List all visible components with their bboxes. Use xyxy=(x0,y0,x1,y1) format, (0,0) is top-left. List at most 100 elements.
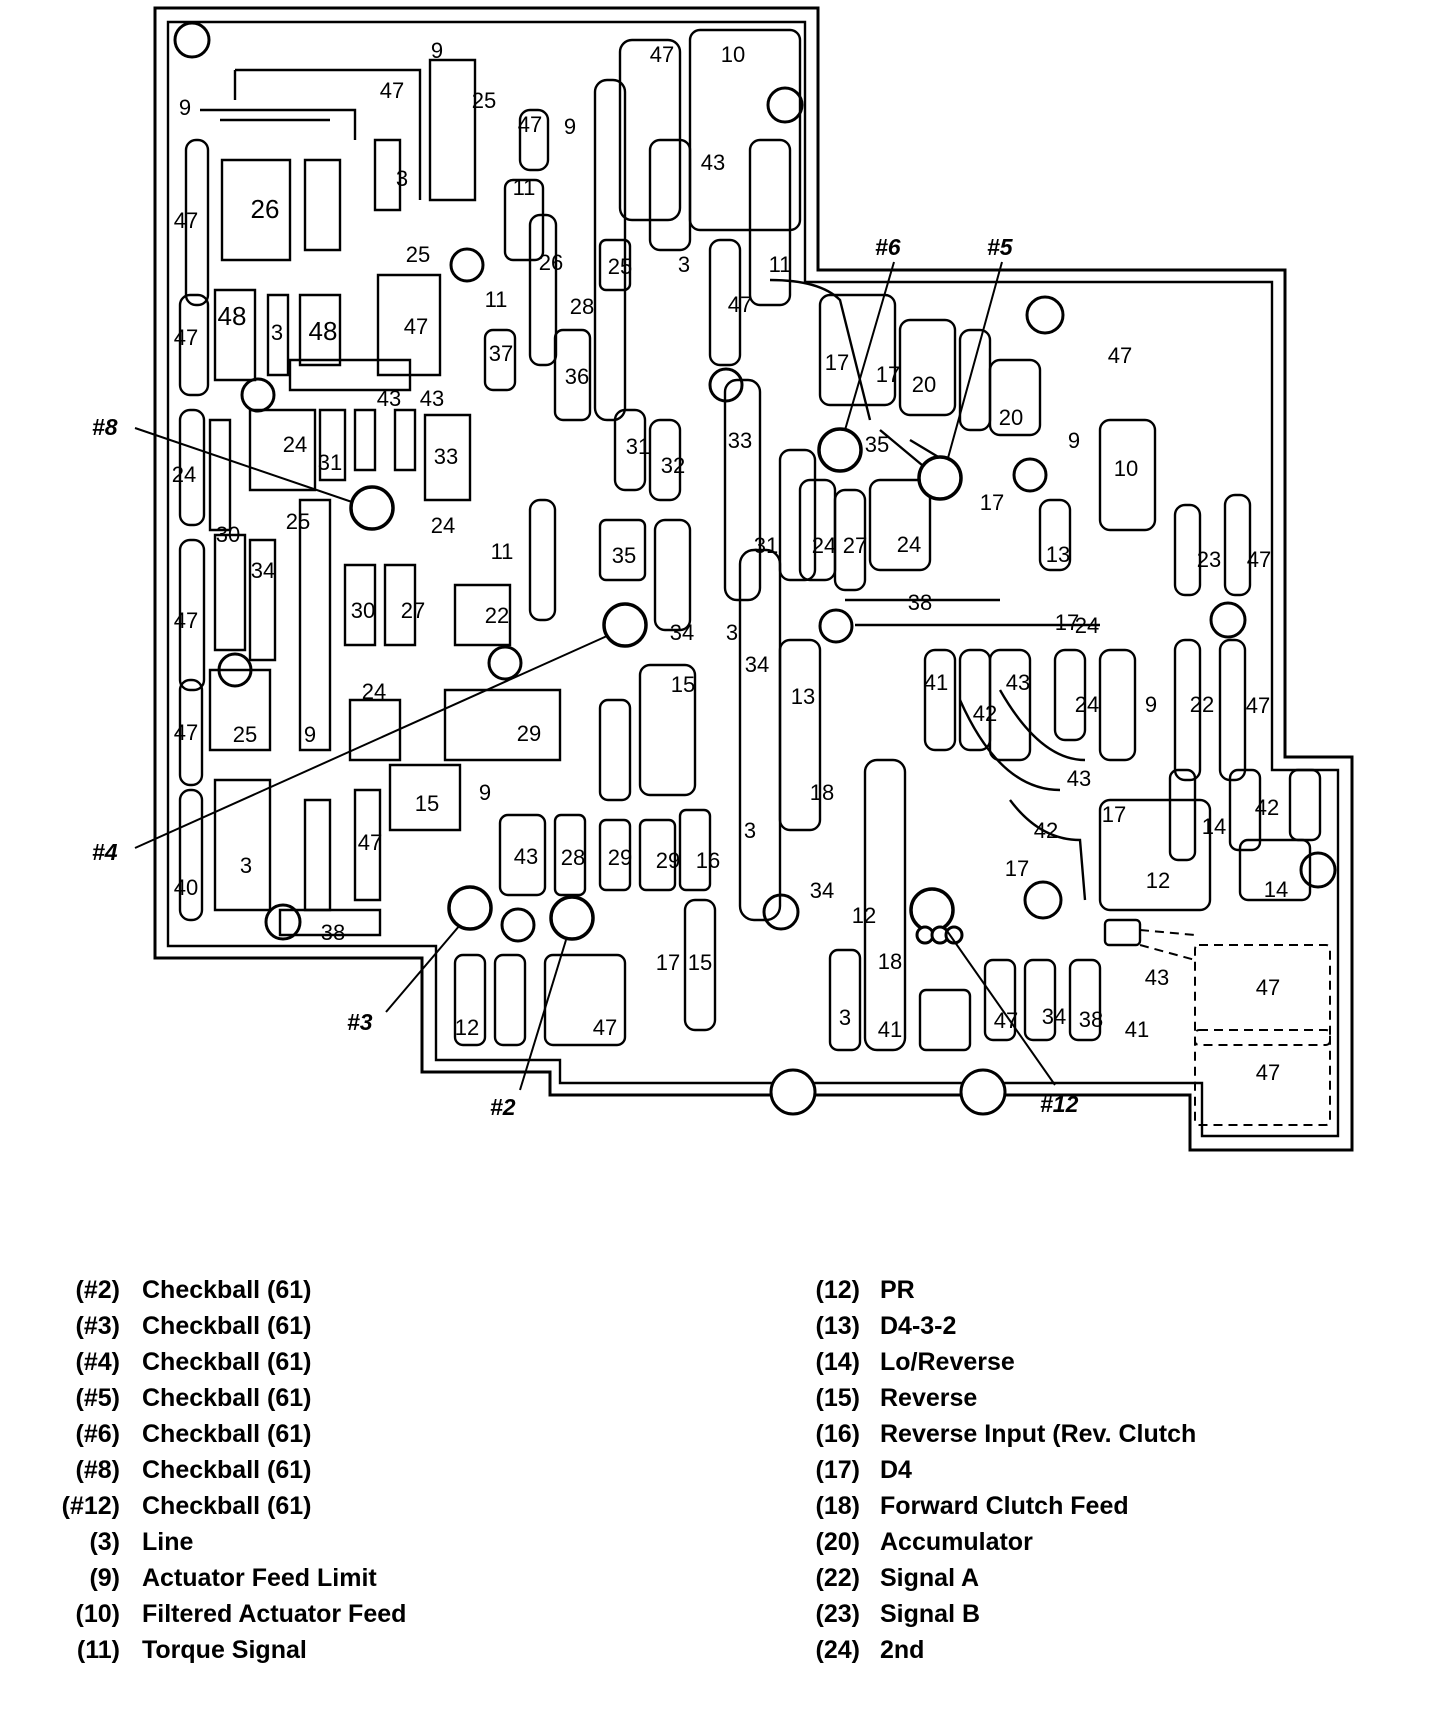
passage-label: 42 xyxy=(1255,795,1279,820)
passage-label: 27 xyxy=(843,533,867,558)
legend-code: (11) xyxy=(76,1636,120,1664)
valve-body-outline xyxy=(153,6,1354,1152)
legend: (#2)Checkball (61)(#3) Checkball (61) (#4)… xyxy=(0,1276,1456,1676)
passage-label: 14 xyxy=(1264,877,1288,902)
passage-label: 13 xyxy=(791,684,815,709)
passage-label: 38 xyxy=(908,590,932,615)
legend-code: (15) xyxy=(815,1384,860,1412)
passage-label: 48 xyxy=(218,301,247,331)
legend-code: (#4) xyxy=(75,1348,120,1376)
passage-label: 47 xyxy=(518,112,542,137)
bolt-hole xyxy=(500,907,536,943)
legend-label: PR xyxy=(880,1276,915,1304)
legend-code: (9) xyxy=(89,1564,120,1592)
passage-label: 11 xyxy=(491,539,514,564)
passage-label: 38 xyxy=(321,920,345,945)
legend-code: (#5) xyxy=(75,1384,120,1412)
legend-item: (#6)Checkball (61) xyxy=(0,1420,780,1456)
bolt-holes xyxy=(173,21,1337,1116)
passage-label: 17 xyxy=(1102,802,1126,827)
legend-item: (#5)Checkball (61) xyxy=(0,1384,780,1420)
passage-label: 11 xyxy=(769,252,792,277)
passage-label: 3 xyxy=(726,620,738,645)
passage-label: 15 xyxy=(671,672,695,697)
legend-item: (10)Filtered Actuator Feed xyxy=(0,1600,780,1636)
bolt-hole xyxy=(173,21,211,59)
passage-label: 33 xyxy=(728,428,752,453)
passage-label: 41 xyxy=(878,1017,902,1042)
checkball-5 xyxy=(917,455,963,501)
passage-label: 43 xyxy=(377,386,401,411)
checkball-3 xyxy=(447,885,493,931)
callout-2: #2 xyxy=(490,1094,516,1120)
legend-label: Torque Signal xyxy=(142,1636,307,1664)
passage-label: 3 xyxy=(744,818,756,843)
bolt-hole xyxy=(959,1068,1007,1116)
legend-item: (18)Forward Clutch Feed xyxy=(780,1492,1456,1528)
passage-label: 34 xyxy=(670,620,694,645)
passage-label: 17 xyxy=(980,490,1004,515)
passage-label: 24 xyxy=(1075,692,1099,717)
passage-label: 24 xyxy=(283,432,307,457)
passage-label: 15 xyxy=(688,950,712,975)
legend-code: (#2) xyxy=(75,1276,120,1304)
passage-label: 24 xyxy=(172,462,196,487)
legend-code: (20) xyxy=(815,1528,860,1556)
passage-label: 34 xyxy=(1042,1004,1066,1029)
passage-label: 26 xyxy=(539,250,563,275)
passage-label: 34 xyxy=(810,878,834,903)
legend-label: Forward Clutch Feed xyxy=(880,1492,1129,1520)
legend-label: D4-3-2 xyxy=(880,1312,957,1340)
passage-label: 32 xyxy=(661,453,685,478)
checkball-12 xyxy=(909,887,955,933)
bolt-hole xyxy=(1299,851,1337,889)
passage-label: 35 xyxy=(865,432,889,457)
passage-label: 25 xyxy=(286,509,310,534)
passage-label: 29 xyxy=(608,845,632,870)
passage-label: 12 xyxy=(852,903,876,928)
passage-label: 47 xyxy=(650,42,674,67)
legend-code: (16) xyxy=(815,1420,860,1448)
passage-label: 47 xyxy=(404,314,428,339)
passage-label: 47 xyxy=(1246,693,1270,718)
legend-code: (#3) xyxy=(75,1312,120,1340)
checkballs xyxy=(349,427,964,945)
passage-label: 17 xyxy=(656,950,680,975)
legend-code: (14) xyxy=(815,1348,860,1376)
passage-label: 18 xyxy=(878,949,902,974)
legend-item: (#2)Checkball (61) xyxy=(0,1276,780,1312)
callout-leaders xyxy=(134,261,1056,1091)
passage-label: 22 xyxy=(485,603,509,628)
legend-item: (12)PR xyxy=(780,1276,1456,1312)
bolt-hole xyxy=(1012,457,1048,493)
callout-5: #5 xyxy=(987,234,1014,260)
passage-label: 33 xyxy=(434,444,458,469)
legend-label: Signal B xyxy=(880,1600,981,1628)
legend-code: (23) xyxy=(815,1600,860,1628)
passage-label: 3 xyxy=(240,853,252,878)
passage-label: 3 xyxy=(839,1005,851,1030)
valve-body-diagram: 9472547910474392634711112526253284748348… xyxy=(92,6,1354,1152)
checkball-4 xyxy=(602,602,648,648)
passage-label: 3 xyxy=(396,166,408,191)
legend-label: 2nd xyxy=(880,1636,925,1664)
passage-label: 10 xyxy=(721,42,745,67)
passage-label: 40 xyxy=(174,875,198,900)
legend-label: Checkball (61) xyxy=(142,1456,312,1484)
legend-item: (#12)Checkball (61) xyxy=(0,1492,780,1528)
passage-label: 13 xyxy=(1046,542,1070,567)
passage-label: 31 xyxy=(318,450,342,475)
passage-label: 9 xyxy=(304,722,316,747)
checkball-2 xyxy=(549,895,595,941)
passage-label: 25 xyxy=(233,722,257,747)
legend-code: (3) xyxy=(89,1528,120,1556)
passage-label: 16 xyxy=(696,848,720,873)
legend-item: (#8)Checkball (61) xyxy=(0,1456,780,1492)
passage-label: 9 xyxy=(564,114,576,139)
passage-label: 27 xyxy=(401,598,425,623)
passage-label: 24 xyxy=(431,513,455,538)
passage-label: 11 xyxy=(485,287,508,312)
passage-label: 47 xyxy=(358,830,382,855)
passage-label: 11 xyxy=(513,175,536,200)
legend-item: (14)Lo/Reverse xyxy=(780,1348,1456,1384)
